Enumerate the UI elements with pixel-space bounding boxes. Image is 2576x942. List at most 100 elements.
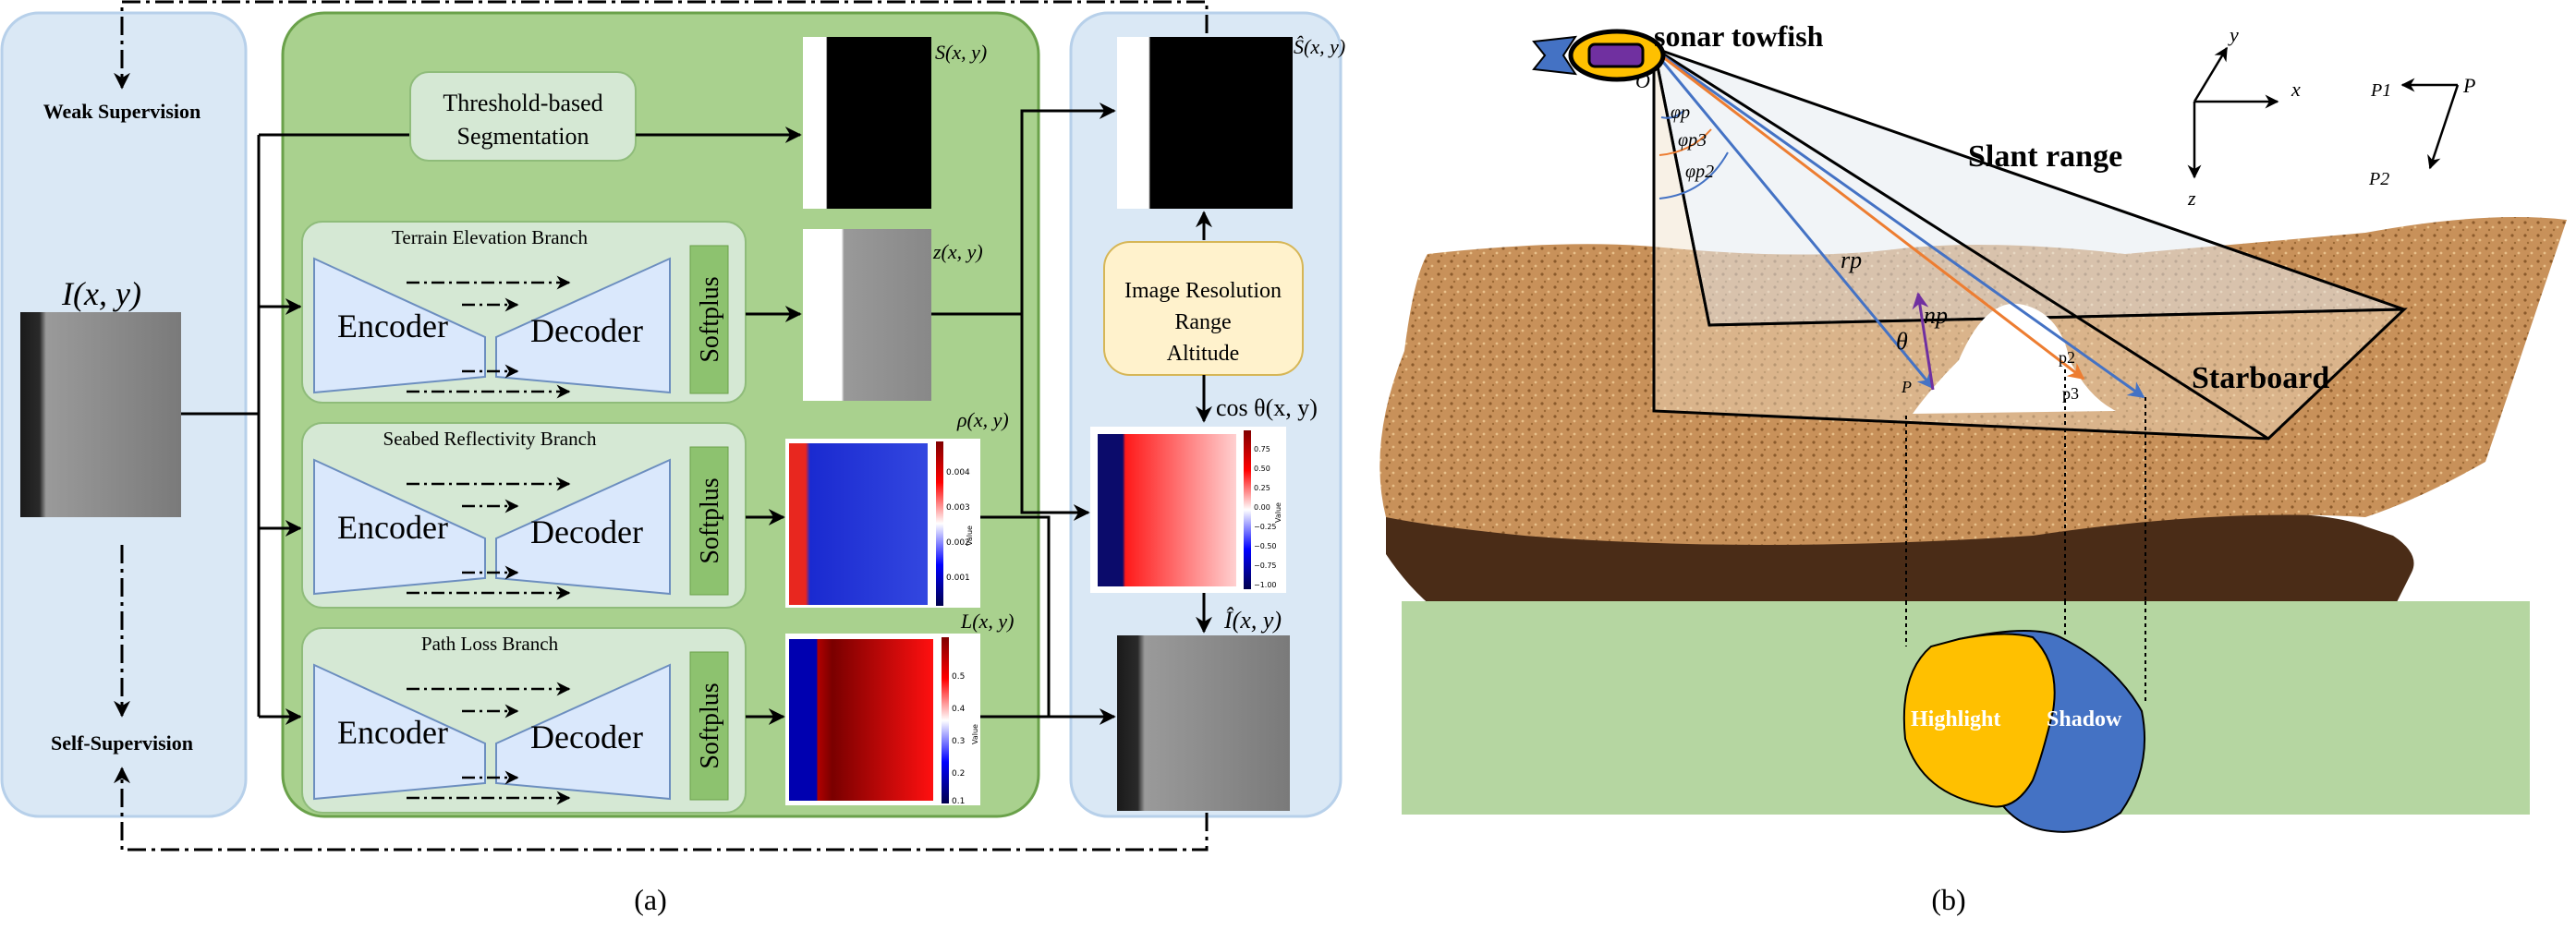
- decoder-block: [495, 257, 671, 394]
- rho-label: ρ(x, y): [956, 408, 1009, 431]
- svg-text:0.75: 0.75: [1254, 445, 1270, 453]
- weak-supervision-loop: [114, 0, 1209, 90]
- angle-arc-phi-p2: [1659, 151, 1729, 199]
- highlight-label: Highlight: [1911, 707, 2000, 731]
- skip-connections: [407, 477, 571, 600]
- phi-p3-label: φp3: [1678, 130, 1707, 151]
- input-sonar-image: [20, 312, 181, 517]
- L-colorbar-ticks: 0.5 0.4 0.3 0.2 0.1 Value: [952, 672, 979, 806]
- softplus-label: Softplus: [696, 276, 724, 362]
- terrain-elevation-branch: Terrain Elevation Branch Encoder Decoder…: [301, 221, 747, 404]
- caption-a: (a): [634, 883, 667, 916]
- predicted-segmentation-S-hat: [1117, 37, 1293, 209]
- svg-text:0.003: 0.003: [946, 503, 970, 513]
- axis-y-label: y: [2228, 23, 2239, 46]
- skip-connections: [407, 682, 571, 805]
- svg-text:0.002: 0.002: [946, 538, 970, 548]
- threshold-segmentation-box: [409, 71, 637, 162]
- coordinate-axes: [2187, 46, 2460, 179]
- softplus-label: Softplus: [696, 682, 724, 768]
- self-supervision-label: Self-Supervision: [51, 731, 193, 755]
- cos-theta-map: [1098, 434, 1236, 586]
- weak-supervision-label: Weak Supervision: [43, 100, 201, 123]
- point-p2-label: p2: [2059, 348, 2075, 367]
- branch-title: Path Loss Branch: [421, 633, 559, 655]
- beam-edge: [1653, 46, 2269, 441]
- shadow-label: Shadow: [2047, 707, 2122, 731]
- svg-text:0.001: 0.001: [946, 574, 970, 583]
- axis-x-label: x: [2290, 78, 2301, 101]
- encoder-block: [313, 663, 486, 801]
- geometry-line1: Image Resolution: [1124, 279, 1282, 303]
- panel-a: Weak Supervision Self-Supervision I(x, y…: [0, 0, 1345, 916]
- geometry-line2: Range: [1174, 310, 1231, 334]
- S-label: S(x, y): [935, 41, 987, 64]
- vector-P2-label: P2: [2368, 169, 2389, 189]
- svg-text:0.5: 0.5: [952, 672, 965, 682]
- geometry-line3: Altitude: [1167, 342, 1240, 366]
- svg-text:−0.75: −0.75: [1254, 562, 1277, 570]
- ray-to-p2: [1655, 49, 2145, 399]
- r-p-label: rp: [1841, 247, 1862, 273]
- segmentation-map-S: [803, 37, 931, 209]
- slant-range-label: Slant range: [1968, 139, 2122, 174]
- svg-text:−1.00: −1.00: [1254, 581, 1277, 589]
- input-image-label: I(x, y): [61, 275, 141, 312]
- point-P-label: P: [1901, 378, 1912, 396]
- pathloss-map-L: [789, 639, 933, 801]
- axis-z-label: z: [2187, 187, 2196, 210]
- reflectivity-map-rho: [789, 443, 928, 605]
- ray-to-P: [1652, 50, 1935, 390]
- L-label: L(x, y): [960, 610, 1014, 633]
- vector-P-label: P: [2462, 74, 2475, 97]
- point-p3-label: p3: [2062, 384, 2079, 403]
- cos-colorbar-ticks: 0.75 0.50 0.25 0.00 −0.25 −0.50 −0.75 −1…: [1254, 445, 1282, 589]
- sonar-towfish-icon: [1532, 29, 1666, 82]
- decoder-block: [495, 663, 671, 801]
- decoder-label: Decoder: [530, 513, 643, 550]
- phi-p-label: φp: [1671, 103, 1690, 123]
- path-loss-branch: Path Loss Branch Encoder Decoder Softplu…: [301, 627, 747, 814]
- svg-text:0.1: 0.1: [952, 797, 965, 806]
- self-supervision-loop: [114, 767, 1209, 851]
- network-panel: [281, 11, 1040, 818]
- cos-colorbar: [1244, 430, 1251, 589]
- skip-connections: [407, 275, 571, 399]
- threshold-box-line2: Segmentation: [457, 123, 589, 150]
- z-label: z(x, y): [932, 240, 983, 263]
- L-colorbar: [942, 637, 949, 803]
- svg-text:−0.50: −0.50: [1254, 542, 1277, 550]
- cos-theta-label: cos θ(x, y): [1216, 394, 1318, 421]
- softplus-label: Softplus: [696, 477, 724, 563]
- projection-lines-lower: [1905, 601, 2146, 702]
- svg-text:Value: Value: [971, 724, 979, 744]
- origin-label: O: [1635, 69, 1650, 92]
- highlight-region: [1902, 633, 2056, 808]
- threshold-box-line1: Threshold-based: [443, 90, 602, 116]
- svg-text:0.00: 0.00: [1254, 503, 1270, 512]
- rho-colorbar-ticks: 0.004 0.003 0.002 0.001 Value: [946, 468, 974, 583]
- rho-L-to-recon-arrow: [980, 515, 1114, 717]
- svg-text:−0.25: −0.25: [1254, 523, 1277, 531]
- angle-arc-phi-p3: [1659, 128, 1712, 156]
- svg-text:0.3: 0.3: [952, 737, 965, 746]
- svg-text:0.004: 0.004: [946, 468, 970, 477]
- softplus-block: [689, 446, 729, 596]
- rho-colorbar: [936, 441, 943, 606]
- normal-vector: [1912, 292, 1935, 391]
- n-p-label: np: [1924, 302, 1948, 329]
- svg-text:Value: Value: [1274, 502, 1282, 523]
- S-hat-label: Ŝ(x, y): [1294, 35, 1345, 58]
- seabed-reflectivity-branch: Seabed Reflectivity Branch Encoder Decod…: [301, 422, 747, 609]
- z-to-cos-arrow: [1020, 314, 1090, 521]
- starboard-label: Starboard: [2192, 361, 2329, 395]
- reconstructed-image: [1117, 635, 1290, 811]
- decoder-label: Decoder: [530, 719, 643, 755]
- decoder-block: [495, 458, 671, 596]
- caption-b: (b): [1931, 883, 1965, 916]
- recon-label: Î(x, y): [1223, 607, 1282, 634]
- svg-text:0.2: 0.2: [952, 769, 965, 779]
- svg-text:Value: Value: [966, 525, 974, 546]
- encoder-label: Encoder: [337, 509, 448, 546]
